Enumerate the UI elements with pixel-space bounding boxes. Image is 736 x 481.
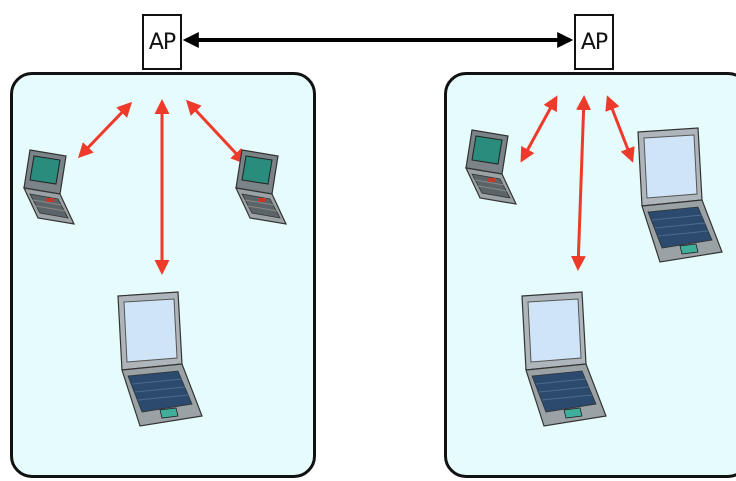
right-wireless-links <box>520 95 635 271</box>
left-small-laptop-1 <box>23 149 75 225</box>
wireless-link <box>520 95 558 163</box>
right-small-laptop <box>465 129 517 205</box>
access-point-label: AP <box>580 29 608 55</box>
access-point-label: AP <box>148 29 176 55</box>
right-large-laptop-1 <box>637 127 723 263</box>
left-wireless-links <box>77 99 247 275</box>
left-large-laptop <box>117 291 203 427</box>
right-large-laptop-2 <box>521 291 607 427</box>
wireless-link <box>185 99 247 165</box>
wireless-link <box>570 95 592 271</box>
left-small-laptop-2 <box>235 149 287 225</box>
access-point-right: AP <box>574 14 614 70</box>
wireless-link <box>77 101 133 159</box>
wireless-link <box>605 95 635 163</box>
access-point-left: AP <box>142 14 182 70</box>
